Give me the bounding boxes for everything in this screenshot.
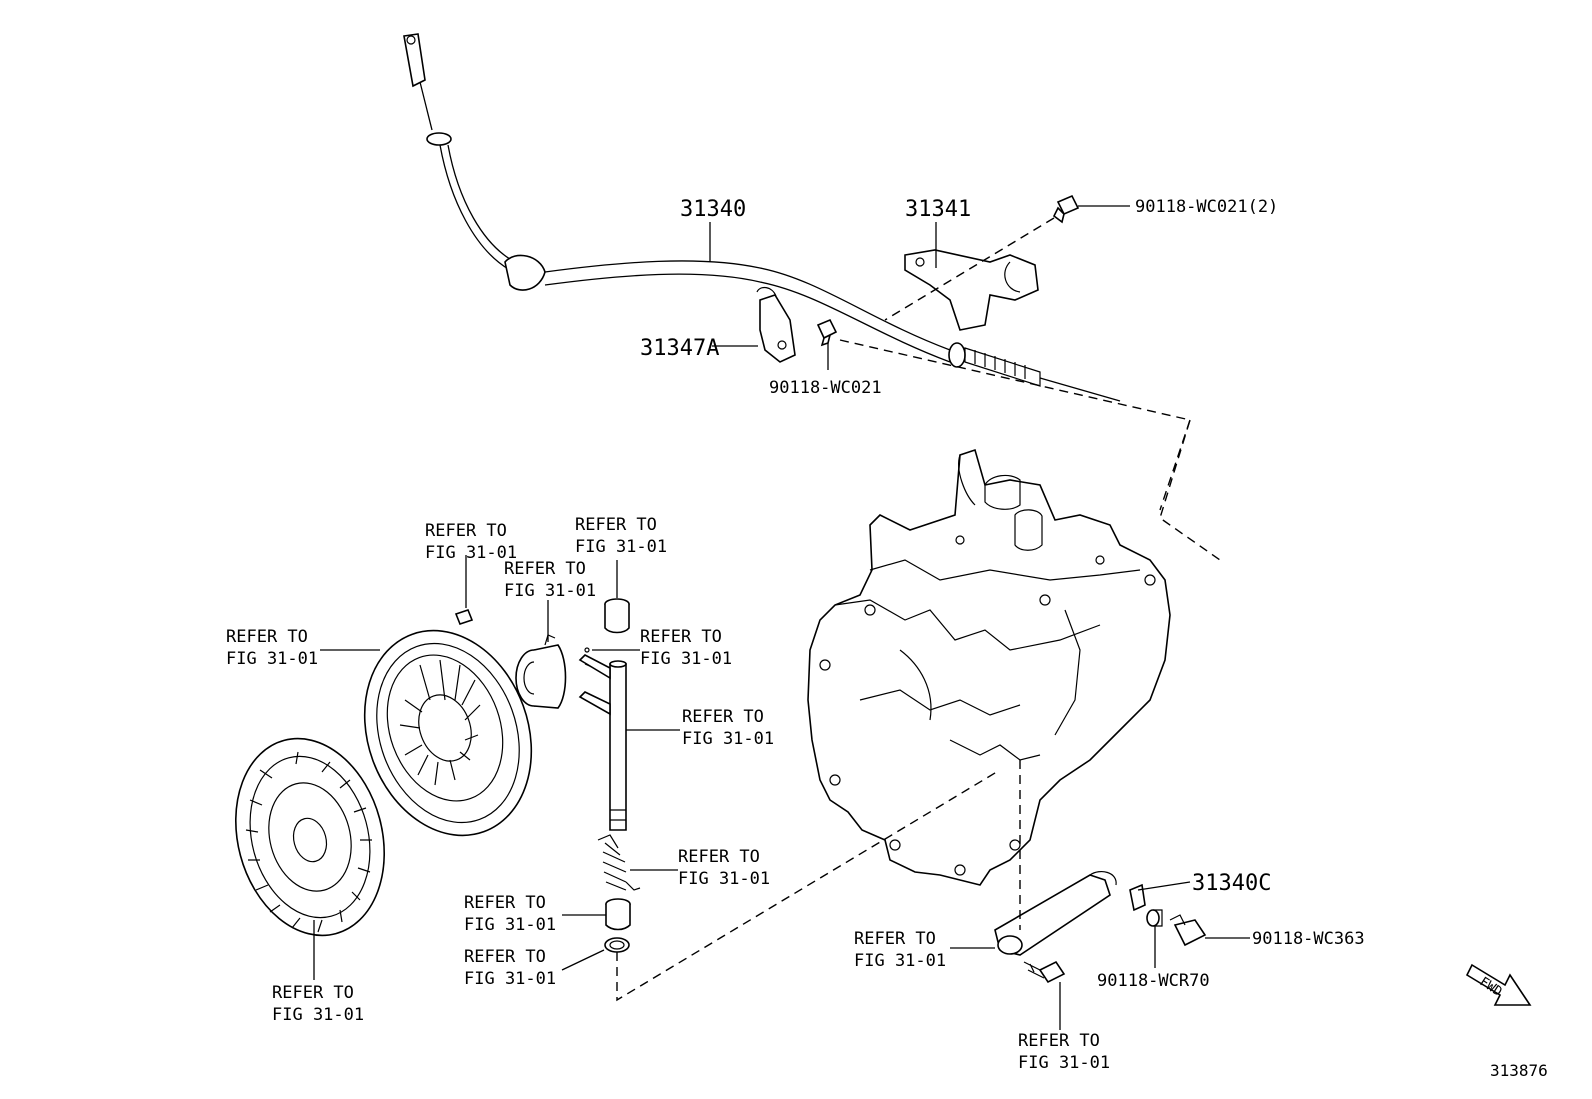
shaft-seal (604, 937, 630, 953)
phantom-line-cable (839, 339, 1221, 561)
fork-shaft (578, 598, 630, 831)
phantom-line-shaft-lower (616, 769, 1001, 1002)
ref-cover-line1: REFER TO (226, 627, 308, 647)
cable-clamp (756, 286, 796, 363)
label-90118-wcr70: 90118-WCR70 (1097, 971, 1210, 991)
phantom-line-lever (1159, 419, 1191, 511)
ref-top-bush-line2: FIG 31-01 (575, 537, 667, 557)
label-90118-wc363: 90118-WC363 (1252, 929, 1365, 949)
release-bearing (515, 634, 567, 709)
leader-ref-seal (561, 949, 605, 971)
figure-number: 313876 (1490, 1061, 1548, 1080)
ref-bearing-line1: REFER TO (504, 559, 586, 579)
ref-bearing-line2: FIG 31-01 (504, 581, 596, 601)
label-90118-wc021: 90118-WC021 (769, 378, 882, 398)
bushing (1146, 909, 1163, 927)
ref-disc-line1: REFER TO (272, 983, 354, 1003)
bolt-clamp (816, 318, 838, 347)
ref-pin-line1: REFER TO (640, 627, 722, 647)
ref-spring-line2: FIG 31-01 (678, 869, 770, 889)
label-90118-wc021-2: 90118-WC021(2) (1135, 197, 1278, 217)
return-spring (597, 834, 641, 891)
ref-cover-line2: FIG 31-01 (226, 649, 318, 669)
label-31340: 31340 (680, 197, 746, 222)
label-31341: 31341 (905, 197, 971, 222)
ref-pivot-line2: FIG 31-01 (1018, 1053, 1110, 1073)
phantom-line-bracket (884, 217, 1055, 321)
ref-spring-line1: REFER TO (678, 847, 760, 867)
ref-shaft-line2: FIG 31-01 (682, 729, 774, 749)
shaft-bushing (605, 898, 631, 931)
release-lever (994, 871, 1146, 956)
bolt-top (1052, 194, 1080, 224)
ref-cover-bolt-line1: REFER TO (425, 521, 507, 541)
label-31340c: 31340C (1192, 871, 1271, 896)
bolt-lever (1169, 914, 1207, 947)
ref-cover-bolt-line2: FIG 31-01 (425, 543, 517, 563)
leader-31340c (1137, 881, 1191, 891)
bolt-pivot (1023, 960, 1066, 984)
ref-top-bush-line1: REFER TO (575, 515, 657, 535)
cover-bolt (454, 609, 474, 625)
transaxle-housing (807, 448, 1171, 886)
ref-bushing-line2: FIG 31-01 (464, 915, 556, 935)
ref-seal-line1: REFER TO (464, 947, 546, 967)
ref-shaft-line1: REFER TO (682, 707, 764, 727)
fwd-arrow-icon: FWD (1465, 963, 1532, 1006)
ref-lever-line2: FIG 31-01 (854, 951, 946, 971)
ref-disc-line2: FIG 31-01 (272, 1005, 364, 1025)
label-31347a: 31347A (640, 336, 719, 361)
ref-lever-line1: REFER TO (854, 929, 936, 949)
ref-pin-line2: FIG 31-01 (640, 649, 732, 669)
cable-bracket (904, 249, 1039, 331)
clutch-cable (403, 33, 1121, 402)
ref-bushing-line1: REFER TO (464, 893, 546, 913)
ref-pivot-line1: REFER TO (1018, 1031, 1100, 1051)
ref-seal-line2: FIG 31-01 (464, 969, 556, 989)
clutch-cover (363, 629, 533, 837)
clutch-disc (234, 737, 386, 937)
